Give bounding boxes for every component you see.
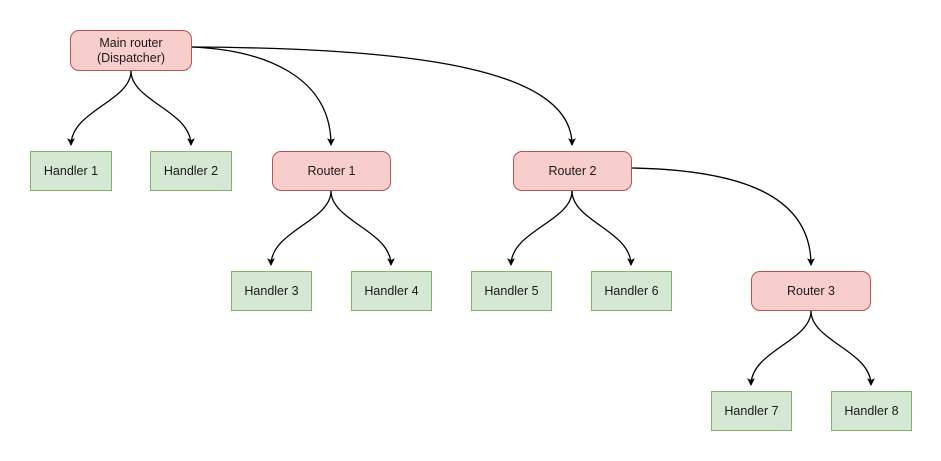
node-label-router-2: Router 2	[548, 163, 597, 178]
node-handler-5[interactable]: Handler 5	[471, 271, 552, 311]
node-handler-3[interactable]: Handler 3	[231, 271, 312, 311]
edge-router-2-h6	[571, 190, 635, 267]
edge-router-1-h4	[330, 190, 395, 267]
node-handler-2[interactable]: Handler 2	[150, 151, 232, 191]
node-label-handler-8: Handler 8	[844, 403, 899, 418]
node-label-handler-5: Handler 5	[484, 283, 539, 298]
edge-router-2-h5	[507, 190, 573, 267]
edges-group	[67, 46, 875, 387]
node-label-handler-3: Handler 3	[244, 283, 299, 298]
node-label-handler-6: Handler 6	[604, 283, 659, 298]
node-router-1[interactable]: Router 1	[272, 151, 391, 191]
node-label-router-1: Router 1	[307, 163, 356, 178]
node-handler-6[interactable]: Handler 6	[591, 271, 672, 311]
node-label-router-3: Router 3	[787, 283, 835, 298]
edge-main-to-handler-2	[130, 70, 195, 147]
edge-router-3-h8	[810, 310, 875, 387]
node-handler-8[interactable]: Handler 8	[831, 391, 912, 431]
edge-main-to-handler-1	[67, 70, 132, 147]
node-label-handler-2: Handler 2	[163, 163, 219, 178]
edge-main-to-router-1	[191, 46, 335, 147]
node-router-3[interactable]: Router 3	[751, 271, 871, 311]
node-label-main-router: Main router (Dispatcher)	[96, 35, 166, 65]
edge-router-2-router-3	[631, 167, 815, 267]
edge-router-1-h3	[267, 190, 332, 267]
edge-router-3-h7	[747, 310, 812, 387]
node-main-router[interactable]: Main router (Dispatcher)	[70, 30, 192, 71]
node-handler-4[interactable]: Handler 4	[351, 271, 432, 311]
node-label-handler-7: Handler 7	[724, 403, 779, 418]
edge-main-to-router-2	[191, 46, 576, 147]
node-label-handler-4: Handler 4	[364, 283, 419, 298]
node-router-2[interactable]: Router 2	[513, 151, 632, 191]
node-handler-1[interactable]: Handler 1	[30, 151, 112, 191]
node-handler-7[interactable]: Handler 7	[711, 391, 792, 431]
node-label-handler-1: Handler 1	[43, 163, 99, 178]
